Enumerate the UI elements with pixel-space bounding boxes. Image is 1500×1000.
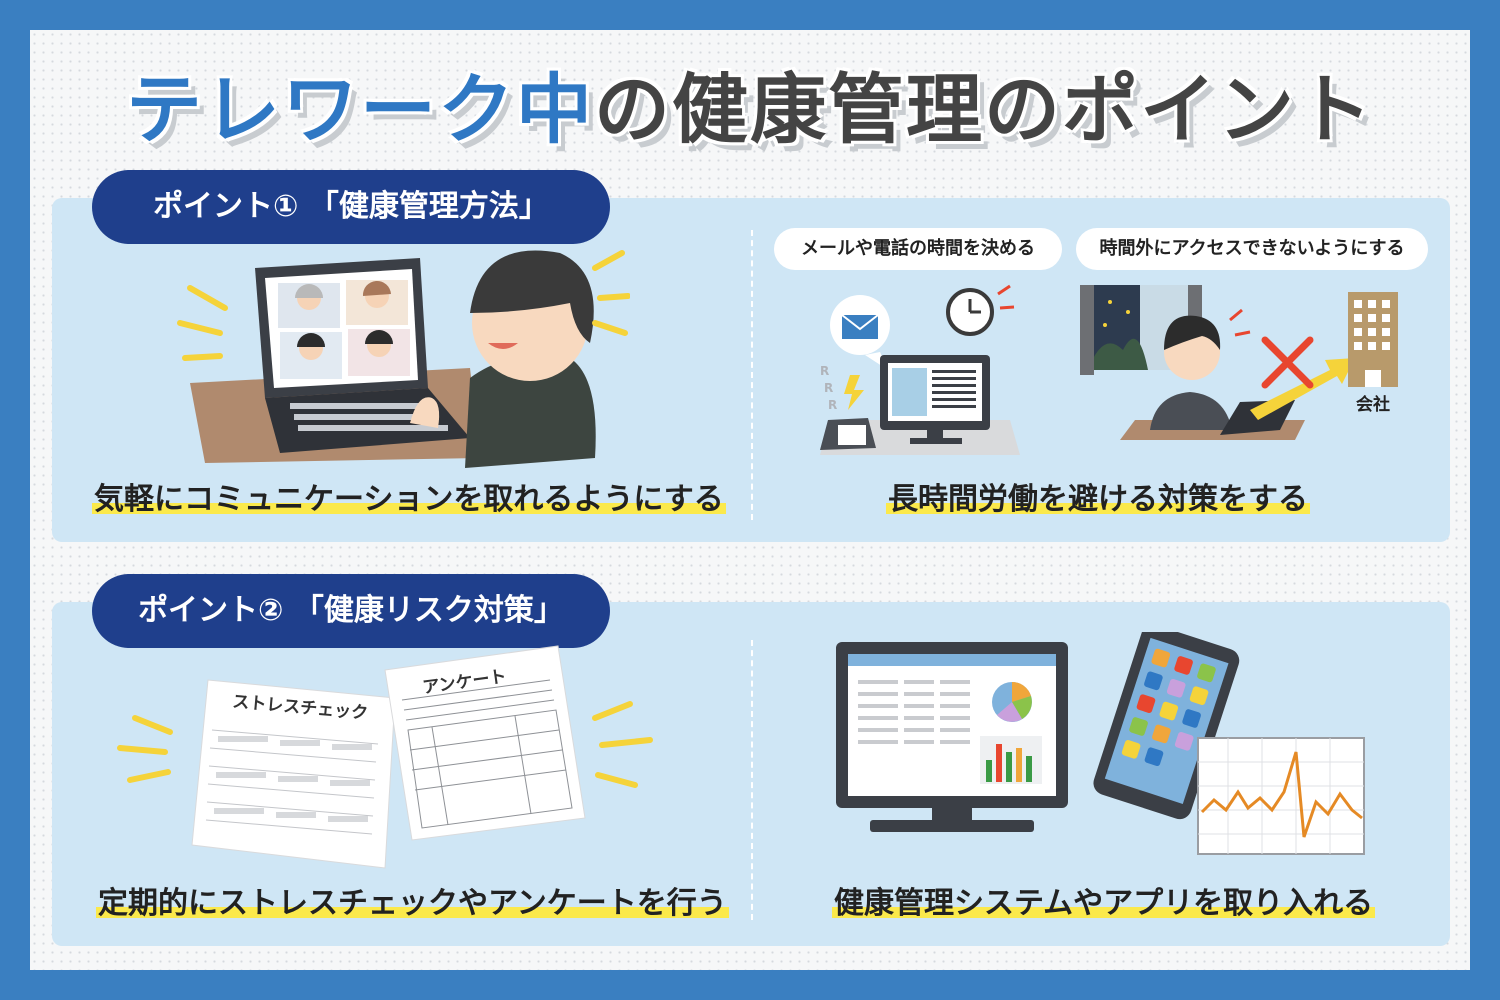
bar-chart-icon — [980, 736, 1042, 784]
communication-time-illustration: R R R — [820, 284, 1020, 455]
alert-lines-left — [117, 715, 173, 783]
health-system-app-illustration — [836, 632, 1365, 855]
phone-icon: R R R — [820, 364, 876, 450]
alert-lines-right — [592, 250, 630, 336]
monitor-icon — [836, 642, 1068, 832]
svg-text:R: R — [820, 364, 829, 378]
title-highlight: テレワーク中 — [126, 65, 594, 154]
clock-icon — [946, 284, 1015, 336]
alert-lines-left — [177, 285, 228, 361]
person-worker — [1150, 315, 1232, 430]
blocked-arrow — [1250, 358, 1355, 420]
company-building-icon — [1348, 292, 1398, 387]
person-user — [410, 250, 596, 468]
no-overtime-access-illustration: 会社 — [1080, 285, 1398, 440]
stress-check-sheet — [191, 679, 396, 869]
graph-icon — [1197, 737, 1365, 855]
prohibited-cross-icon — [1261, 336, 1314, 389]
title-rest: の健康管理のポイント — [594, 65, 1374, 154]
caption-communication-text: 気軽にコミュニケーションを取れるようにする — [92, 482, 726, 517]
caption-stress-check-text: 定期的にストレスチェックやアンケートを行う — [96, 886, 729, 921]
caption-stress-check: 定期的にストレスチェックやアンケートを行う — [96, 878, 729, 922]
caption-communication: 気軽にコミュニケーションを取れるようにする — [92, 474, 726, 518]
caption-avoid-long-hours-text: 長時間労働を避ける対策をする — [886, 482, 1310, 517]
svg-text:R: R — [824, 381, 833, 395]
section-tag-2: ポイント② 「健康リスク対策」 — [92, 574, 610, 648]
section-divider-1 — [751, 230, 753, 520]
section-tag-1: ポイント① 「健康管理方法」 — [92, 170, 610, 244]
caption-health-system: 健康管理システムやアプリを取り入れる — [832, 878, 1376, 922]
video-call-illustration — [177, 250, 630, 468]
caption-health-system-text: 健康管理システムやアプリを取り入れる — [832, 886, 1376, 921]
page-title: テレワーク中の健康管理のポイント — [0, 48, 1500, 158]
alert-lines — [1229, 308, 1251, 337]
svg-text:R: R — [828, 398, 837, 412]
caption-avoid-long-hours: 長時間労働を避ける対策をする — [886, 474, 1310, 518]
section-divider-2 — [751, 640, 753, 920]
pie-chart-icon — [992, 682, 1032, 722]
stress-check-survey-illustration: ストレスチェック アンケート — [117, 645, 653, 869]
monitor-icon — [880, 355, 990, 444]
bubble-mail-phone-time: メールや電話の時間を決める — [774, 228, 1062, 270]
mail-icon — [830, 295, 890, 370]
alert-lines-right — [592, 701, 653, 788]
bubble-no-access: 時間外にアクセスできないようにする — [1076, 228, 1428, 270]
laptop-icon — [255, 258, 470, 453]
company-label: 会社 — [1356, 394, 1390, 415]
survey-sheet — [384, 645, 586, 841]
